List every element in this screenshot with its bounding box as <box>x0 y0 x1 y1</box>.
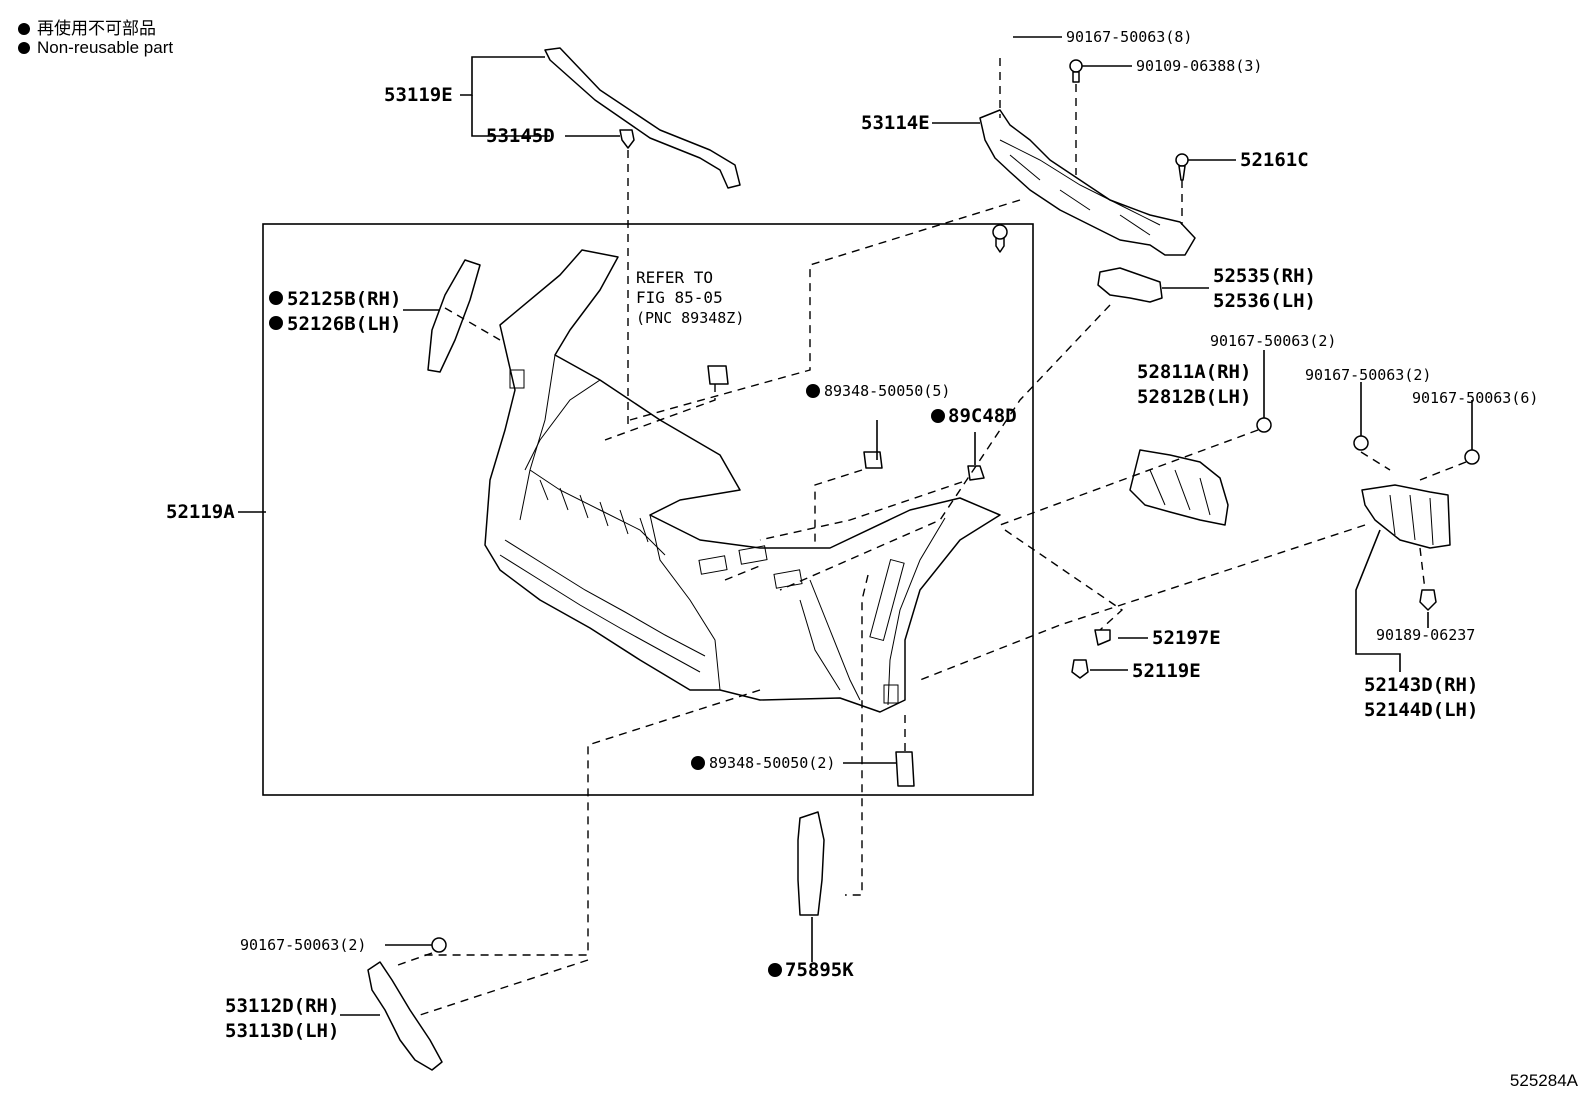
screw-icon <box>992 224 1008 240</box>
label-90167-50063-8: 90167-50063(8) <box>1066 28 1192 46</box>
clip-53145D-drawing <box>619 129 635 149</box>
refer-note-line3: (PNC 89348Z) <box>636 309 744 327</box>
label-89348-50050-5: 89348-50050(5) <box>824 382 950 400</box>
non-reusable-dot-icon <box>18 23 30 35</box>
screw-icon <box>1353 435 1369 451</box>
non-reusable-dot-icon <box>269 291 283 305</box>
label-53119E: 53119E <box>384 84 453 106</box>
label-90167-50063-2-c: 90167-50063(2) <box>240 936 366 954</box>
figure-id: 525284A <box>1509 1071 1578 1090</box>
label-90167-50063-6: 90167-50063(6) <box>1412 389 1538 407</box>
non-reusable-dot-icon <box>931 409 945 423</box>
non-reusable-dot-icon <box>768 963 782 977</box>
screw-icon <box>1256 417 1272 433</box>
plate-75895K-drawing <box>797 811 825 916</box>
clip-icon <box>1071 659 1089 679</box>
bracket-52143D-drawing <box>1361 484 1451 549</box>
label-90189-06237: 90189-06237 <box>1376 626 1475 644</box>
bumper-cover-drawing <box>484 249 1001 713</box>
bracket-52535-drawing <box>1097 267 1163 303</box>
refer-note-line2: FIG 85-05 <box>636 288 723 307</box>
label-75895K: 75895K <box>785 959 854 981</box>
fasteners <box>431 59 1480 953</box>
assembly-frame <box>262 223 1034 796</box>
molding-53119E-drawing <box>544 47 741 189</box>
legend-jp-text: 再使用不可部品 <box>37 19 156 38</box>
refer-note-line1: REFER TO <box>636 268 713 287</box>
label-52536: 52536(LH) <box>1213 290 1316 312</box>
label-90167-50063-2-b: 90167-50063(2) <box>1305 366 1431 384</box>
retainer-icon <box>895 751 915 787</box>
retainer-icon <box>967 465 985 481</box>
screw-icon <box>1175 153 1189 167</box>
retainer-icon <box>863 451 883 469</box>
label-52811A: 52811A(RH) <box>1137 361 1251 383</box>
legend-non-reusable-en: Non-reusable part <box>18 38 173 58</box>
side-piece-53112D-drawing <box>367 961 443 1071</box>
label-52144D: 52144D(LH) <box>1364 699 1478 721</box>
label-90167-50063-2-a: 90167-50063(2) <box>1210 332 1336 350</box>
retainer-icon <box>707 365 729 385</box>
label-52119A: 52119A <box>166 501 235 523</box>
label-52161C: 52161C <box>1240 149 1309 171</box>
label-53145D: 53145D <box>486 125 555 147</box>
screw-icon <box>431 937 447 953</box>
label-52119E: 52119E <box>1132 660 1201 682</box>
label-52126B: 52126B(LH) <box>287 313 401 335</box>
label-52812B: 52812B(LH) <box>1137 386 1251 408</box>
non-reusable-dot-icon <box>269 316 283 330</box>
non-reusable-dot-icon <box>691 756 705 770</box>
label-52535: 52535(RH) <box>1213 265 1316 287</box>
legend-en-text: Non-reusable part <box>37 38 174 57</box>
label-90109-06388-3: 90109-06388(3) <box>1136 57 1262 75</box>
bolt-icon <box>1069 59 1083 73</box>
label-53112D: 53112D(RH) <box>225 995 339 1017</box>
clip-icon <box>1094 629 1111 646</box>
label-89348-50050-2: 89348-50050(2) <box>709 754 835 772</box>
label-53114E: 53114E <box>861 112 930 134</box>
screw-icon <box>1464 449 1480 465</box>
label-52143D: 52143D(RH) <box>1364 674 1478 696</box>
label-89C48D: 89C48D <box>948 405 1017 427</box>
leader-lines <box>238 36 1473 1016</box>
label-53113D: 53113D(LH) <box>225 1020 339 1042</box>
label-52197E: 52197E <box>1152 627 1221 649</box>
non-reusable-dot-icon <box>18 42 30 54</box>
bracket-52811A-drawing <box>1129 449 1229 526</box>
label-52125B: 52125B(RH) <box>287 288 401 310</box>
side-piece-52125B-drawing <box>427 259 481 373</box>
legend-non-reusable-jp: 再使用不可部品 <box>18 14 156 39</box>
retainer-53114E-drawing <box>979 109 1196 256</box>
non-reusable-dot-icon <box>806 384 820 398</box>
clip-icon <box>1419 589 1437 611</box>
dashed-lines <box>397 58 1467 1016</box>
